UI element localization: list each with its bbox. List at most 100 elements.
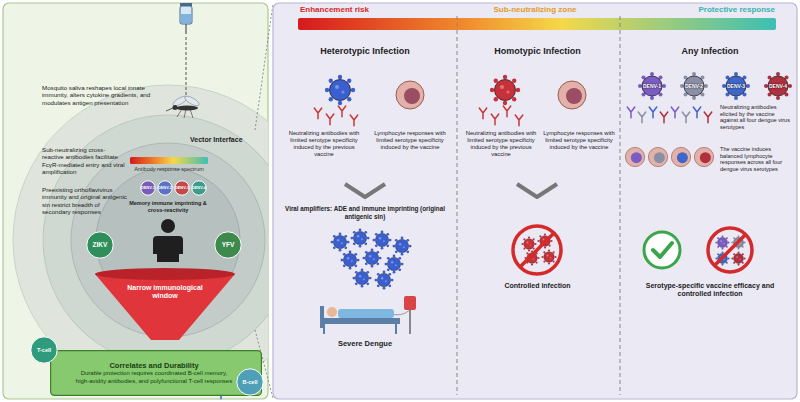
- label-text: Neutralizing antibodies elicited by the …: [720, 104, 794, 131]
- mosquito-icon: [173, 105, 178, 110]
- balanced-lymphocytes: [671, 147, 690, 166]
- serotype-circle-outline: [175, 181, 189, 195]
- hospital-bed-icon: [320, 296, 416, 334]
- serotype-circle: DENV-4: [191, 180, 207, 196]
- cell-circle-outline: [237, 369, 263, 395]
- funnel-outline: [95, 274, 235, 340]
- chevron-arrow: [517, 184, 557, 197]
- chevron-arrow: [345, 184, 557, 197]
- virus-spike: [650, 96, 654, 100]
- right-panel: [273, 3, 797, 399]
- controlled-virus-crossed: [520, 233, 554, 267]
- concentric-rings: [13, 85, 268, 395]
- amplified-virus-cluster: [385, 255, 404, 274]
- node-text: YFV: [222, 241, 235, 249]
- tetravalent-antibodies: [627, 107, 635, 118]
- virus-spike: [692, 72, 696, 76]
- node-text-area: T-cell: [30, 336, 58, 364]
- controlled-virus-crossed: [541, 249, 556, 264]
- dashed-injection-line: [186, 37, 187, 96]
- dashed-injection-line: [186, 37, 187, 96]
- tetravalent-antibodies: [627, 107, 712, 123]
- antibody-icons: [350, 115, 358, 126]
- homotypic-virus: [490, 75, 520, 105]
- node-text-area: DENV-4: [191, 180, 207, 196]
- node-text: B-cell: [243, 379, 258, 386]
- hospital-bed-icon: [395, 324, 397, 334]
- antibody-icons: [338, 106, 346, 117]
- virus-particle: DENV-4: [765, 73, 791, 99]
- mosquito-icon: [190, 109, 193, 118]
- virus-spike: [776, 72, 780, 76]
- label-text: Lymphocyte responses with limited seroty…: [370, 130, 450, 151]
- label-text: Antibody response spectrum: [124, 166, 214, 173]
- virus-particle-outline: [642, 76, 662, 96]
- node-text: T-cell: [37, 347, 51, 354]
- serotype-circle-outline: [141, 181, 155, 195]
- check-circle: [653, 243, 672, 257]
- balanced-lymphocytes: [625, 147, 713, 166]
- node-text: DENV-3: [727, 83, 745, 89]
- amplified-virus-cluster: [363, 249, 382, 268]
- virus-spike: [680, 84, 684, 88]
- node-text: Correlates and Durability: [109, 361, 198, 370]
- amplified-virus-cluster: [331, 229, 412, 290]
- homotypic-virus: [490, 75, 520, 105]
- node-text-area: Correlates and DurabilityDurable protect…: [50, 350, 262, 396]
- balanced-lymphocytes: [694, 147, 713, 166]
- serotype-circle: DENV-2: [157, 180, 173, 196]
- mosquito-icon: [177, 109, 182, 117]
- serotype-circle-outline: [158, 181, 172, 195]
- lymphocyte-icon: [558, 81, 586, 109]
- zoom-lines: [255, 4, 273, 130]
- tetravalent-antibodies: [660, 112, 668, 123]
- funnel-shape-outline: [95, 268, 235, 340]
- funnel-shape: Narrow immunological window: [95, 268, 235, 340]
- label-text: Homotypic Infection: [460, 46, 615, 57]
- virus-spike: [704, 84, 708, 88]
- tetravalent-antibodies: [649, 107, 657, 118]
- label-text: Controlled infection: [460, 282, 615, 290]
- serotype-circle: DENV-1: [140, 180, 156, 196]
- label-text: Preexisting orthoflavivirus immunity and…: [42, 186, 130, 216]
- tetravalent-antibodies: [671, 107, 679, 118]
- node-text-area: DENV-3: [174, 180, 190, 196]
- virus-spike: [638, 84, 642, 88]
- concentric-rings: [13, 85, 268, 395]
- column-separator: [457, 16, 458, 395]
- syringe-icon: [180, 3, 192, 34]
- column-separator: [457, 16, 620, 395]
- mosquito-icon: [184, 109, 186, 118]
- antibody-icons: [326, 114, 334, 125]
- node-text-area: DENV-2: [681, 73, 707, 99]
- serotype-circle-outline: [192, 181, 206, 195]
- risk-gradient-bar: [298, 18, 776, 30]
- blocked-virus-crossed: [708, 228, 752, 272]
- hospital-bed-icon: [323, 324, 325, 334]
- label-text: Sub-neutralizing zone: [470, 5, 600, 15]
- node-text-area: Narrow immunological window: [95, 268, 235, 340]
- antibody-icons: [479, 108, 487, 119]
- zoom-lines: [255, 4, 273, 398]
- funnel-rim: [95, 268, 235, 280]
- label-text: Vector Interface: [190, 136, 266, 144]
- node-body-text: Durable protection requires coordinated …: [74, 370, 234, 384]
- antibody-icons: [491, 114, 499, 125]
- person-icon: [153, 219, 183, 262]
- controlled-virus-crossed: [521, 236, 536, 251]
- antibody-spectrum-bar: [130, 157, 208, 164]
- check-circle: [644, 232, 680, 268]
- virus-spike: [662, 84, 666, 88]
- node-text-area: ZIKV: [86, 231, 114, 259]
- node-text: ZIKV: [93, 241, 108, 249]
- blocked-virus-crossed: [708, 228, 752, 272]
- heterotypic-virus: [325, 75, 355, 105]
- virus-particle: DENV-2: [681, 73, 707, 99]
- virus-spike: [788, 84, 792, 88]
- label-text: Lymphocyte responses with limited seroty…: [540, 130, 618, 151]
- cell-circle: B-cell: [236, 368, 264, 396]
- amplified-virus-cluster: [331, 233, 350, 252]
- lymphocyte-icon: [396, 81, 586, 109]
